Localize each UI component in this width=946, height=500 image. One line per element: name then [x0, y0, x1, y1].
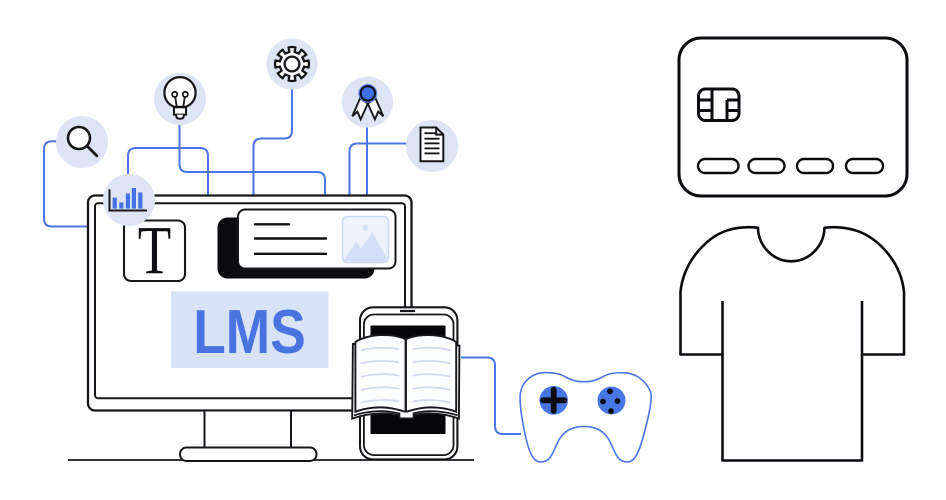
svg-text:T: T	[138, 213, 172, 289]
svg-text:LMS: LMS	[193, 298, 306, 367]
